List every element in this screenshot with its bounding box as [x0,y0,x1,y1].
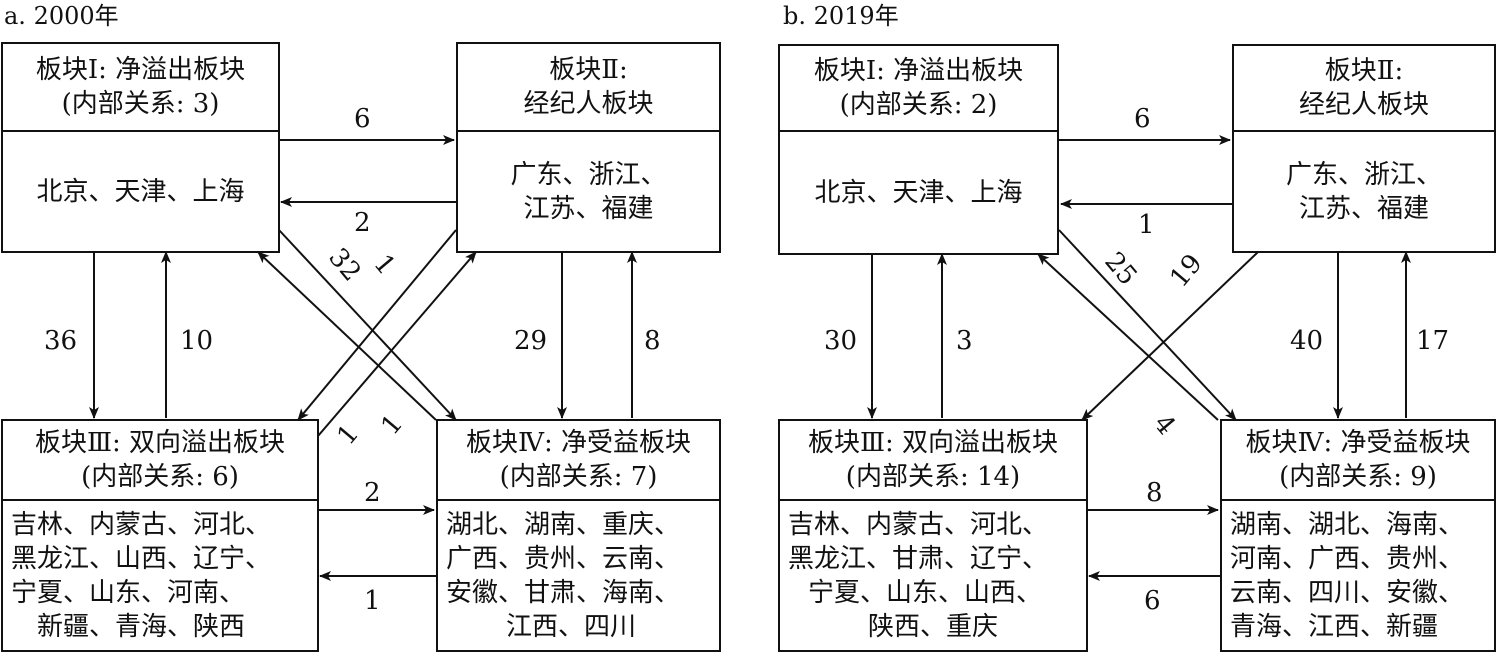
a-block-4-members-2: 广西、贵州、云南、 [446,543,681,574]
a-block-1-members: 北京、天津、上海 [36,176,245,207]
b-arrow-b2-b3 [1081,251,1259,421]
a-block-4-members-3: 安徽、甘肃、海南、 [446,577,681,608]
a-block-4-sub: (内部关系: 7) [499,462,658,492]
a-block-4-members-4: 江西、四川 [506,611,637,642]
a-block-1-sub: (内部关系: 3) [61,89,220,119]
a-flow-b4-b3: 1 [364,586,381,616]
b-arrow-b1-b4 [1058,229,1237,421]
a-arrow-b2-b3 [297,229,457,421]
a-block-2-sub: 经纪人板块 [523,89,654,119]
a-block-3-members-1: 吉林、内蒙古、河北、 [11,509,272,540]
a-arrow-b4-b1 [257,251,437,421]
a-block-3-members-3: 宁夏、山东、河南、 [11,577,246,608]
a-block-1-title: 板块Ⅰ: 净溢出板块 [35,55,246,85]
b-block-3-members-4: 陕西、重庆 [868,611,999,642]
a-arrow-b1-b4 [278,229,457,421]
a-flow-b3-b4: 2 [364,478,381,508]
b-flow-b1-b3: 30 [824,326,858,356]
b-block-1: 板块Ⅰ: 净溢出板块 (内部关系: 2) 北京、天津、上海 [778,44,1059,255]
b-flow-b2-b4: 40 [1290,326,1324,356]
a-block-2-members-1: 广东、浙江、 [510,159,667,190]
b-block-3-sub: (内部关系: 14) [845,462,1021,492]
a-block-2: 板块Ⅱ: 经纪人板块 广东、浙江、 江苏、福建 [456,42,721,253]
a-arrow-b3-b2 [317,251,477,437]
a-block-4: 板块Ⅳ: 净受益板块 (内部关系: 7) 湖北、湖南、重庆、 广西、贵州、云南、… [436,419,721,652]
b-block-4-members-1: 湖南、湖北、海南、 [1230,509,1465,540]
a-block-3-sub: (内部关系: 6) [81,462,239,492]
b-block-3: 板块Ⅲ: 双向溢出板块 (内部关系: 14) 吉林、内蒙古、河北、 黑龙江、甘肃… [778,419,1088,652]
panel-a-title: a. 2000年 [4,2,119,30]
a-block-2-members-2: 江苏、福建 [523,193,654,224]
b-flow-b4-b2: 17 [1416,326,1450,356]
b-block-4-members-2: 河南、广西、贵州、 [1230,543,1465,574]
b-block-3-title: 板块Ⅲ: 双向溢出板块 [807,428,1059,458]
b-block-3-members-1: 吉林、内蒙古、河北、 [788,509,1049,540]
b-block-2-title: 板块Ⅱ: [1324,56,1404,86]
a-block-3-title: 板块Ⅲ: 双向溢出板块 [34,428,286,458]
a-flow-b3-b1: 10 [180,326,214,356]
b-block-2-members-1: 广东、浙江、 [1285,159,1442,190]
a-flow-b2-b1: 2 [354,208,371,238]
b-arrow-b4-b1 [1037,253,1219,421]
b-flow-b1-b2: 6 [1134,104,1151,134]
b-block-2-sub: 经纪人板块 [1298,90,1429,120]
a-block-1: 板块Ⅰ: 净溢出板块 (内部关系: 3) 北京、天津、上海 [1,42,280,253]
a-block-3-members-4: 新疆、青海、陕西 [37,611,246,642]
a-flow-b4-b2: 8 [644,326,661,356]
a-block-2-title: 板块Ⅱ: [549,55,628,85]
a-flow-b2-b4: 29 [514,326,548,356]
b-block-4-title: 板块Ⅳ: 净受益板块 [1245,428,1471,458]
a-block-4-title: 板块Ⅳ: 净受益板块 [466,428,691,458]
a-block-3-members-2: 黑龙江、山西、辽宁、 [11,543,272,574]
b-block-2-members-2: 江苏、福建 [1298,193,1429,224]
b-block-4-members-4: 青海、江西、新疆 [1230,611,1439,642]
b-block-4-sub: (内部关系: 9) [1279,462,1437,492]
b-flow-b3-b1: 3 [956,326,973,356]
b-block-2: 板块Ⅱ: 经纪人板块 广东、浙江、 江苏、福建 [1232,44,1496,253]
a-flow-b1-b2: 6 [354,104,371,134]
a-flow-b1-b3: 36 [44,326,78,356]
a-block-4-members-1: 湖北、湖南、重庆、 [446,509,681,540]
b-block-1-sub: (内部关系: 2) [839,90,998,120]
b-block-1-members: 北京、天津、上海 [814,177,1023,208]
b-block-4: 板块Ⅳ: 净受益板块 (内部关系: 9) 湖南、湖北、海南、 河南、广西、贵州、… [1220,419,1496,652]
b-block-4-members-3: 云南、四川、安徽、 [1230,577,1465,608]
b-block-3-members-3: 宁夏、山东、山西、 [808,577,1043,608]
b-block-1-title: 板块Ⅰ: 净溢出板块 [813,56,1024,86]
b-flow-b4-b3: 6 [1144,586,1161,616]
b-block-3-members-2: 黑龙江、甘肃、辽宁、 [788,543,1049,574]
b-flow-b2-b1: 1 [1138,210,1155,240]
panel-b-title: b. 2019年 [783,2,899,30]
b-flow-b3-b4: 8 [1146,478,1163,508]
a-block-3: 板块Ⅲ: 双向溢出板块 (内部关系: 6) 吉林、内蒙古、河北、 黑龙江、山西、… [1,419,319,652]
